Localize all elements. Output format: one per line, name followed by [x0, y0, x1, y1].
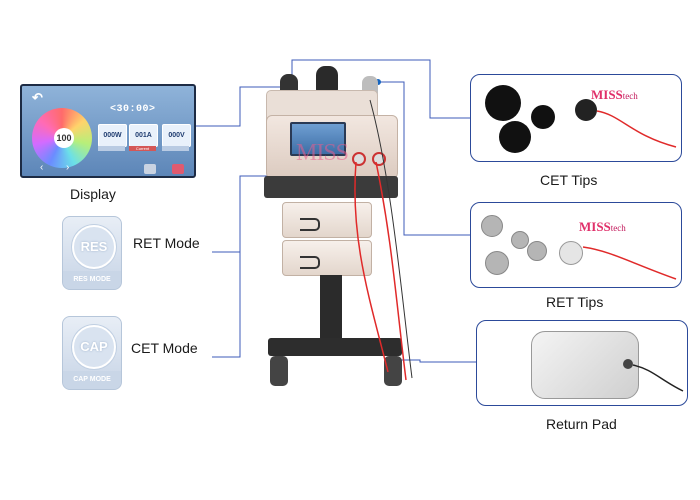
cet-tip-medium	[499, 121, 531, 153]
ret-tip-3	[485, 251, 509, 275]
pause-button[interactable]	[144, 164, 156, 174]
drawer-lower	[282, 240, 372, 276]
return-pad-panel	[476, 320, 688, 406]
cet-tip-small	[531, 105, 555, 129]
cet-cable	[596, 110, 677, 148]
back-arrow-icon[interactable]: ↶	[32, 90, 43, 105]
display-screen: ↶ <30:00> 100 000W 001A 000V Current ‹ ›	[20, 84, 196, 178]
cet-tip-large	[485, 85, 521, 121]
return-pad-cable	[632, 364, 684, 392]
cet-handpiece	[575, 99, 597, 121]
intensity-color-wheel[interactable]: 100	[32, 108, 92, 168]
brand-watermark: MISS	[296, 140, 349, 166]
timer-readout: <30:00>	[110, 104, 156, 115]
ret-tips-label: RET Tips	[546, 294, 604, 310]
ret-tip-1	[481, 215, 503, 237]
cap-mode-icon[interactable]: CAP CAP MODE	[62, 316, 122, 390]
ret-handpiece	[559, 241, 583, 265]
display-label: Display	[70, 186, 116, 202]
chevron-left-icon[interactable]: ‹	[40, 162, 44, 173]
cap-icon-caption: CAP MODE	[63, 371, 121, 389]
cet-tips-panel: MISStech	[470, 74, 682, 162]
ret-tip-4	[527, 241, 547, 261]
ret-mode-label: RET Mode	[133, 235, 200, 251]
ret-tips-panel: MISStech	[470, 202, 682, 288]
brand-logo-cet: MISStech	[591, 87, 638, 102]
ret-tip-2	[511, 231, 529, 249]
res-icon-circle: RES	[72, 225, 116, 269]
current-bar: Current	[129, 146, 156, 151]
res-icon-caption: RES MODE	[63, 271, 121, 289]
cet-tips-label: CET Tips	[540, 172, 598, 188]
machine-screen	[290, 122, 346, 156]
res-mode-icon[interactable]: RES RES MODE	[62, 216, 122, 290]
machine-tray	[264, 176, 398, 198]
return-pad-connector	[623, 359, 633, 369]
machine-base	[268, 338, 402, 356]
brand-logo-ret: MISStech	[579, 219, 626, 234]
wheel-left	[270, 356, 288, 386]
power-bar	[98, 146, 125, 151]
drawer-upper-handle	[300, 218, 320, 231]
cet-mode-label: CET Mode	[131, 340, 198, 356]
wheel-right	[384, 356, 402, 386]
ret-cable	[582, 246, 677, 280]
voltage-bar	[162, 146, 189, 151]
cap-icon-circle: CAP	[72, 325, 116, 369]
return-pad-plate	[531, 331, 639, 399]
return-pad-label: Return Pad	[546, 416, 617, 432]
drawer-lower-handle	[300, 256, 320, 269]
chevron-right-icon[interactable]: ›	[66, 162, 70, 173]
intensity-value: 100	[54, 128, 74, 148]
machine-pole	[320, 275, 342, 345]
play-button[interactable]	[172, 164, 184, 174]
